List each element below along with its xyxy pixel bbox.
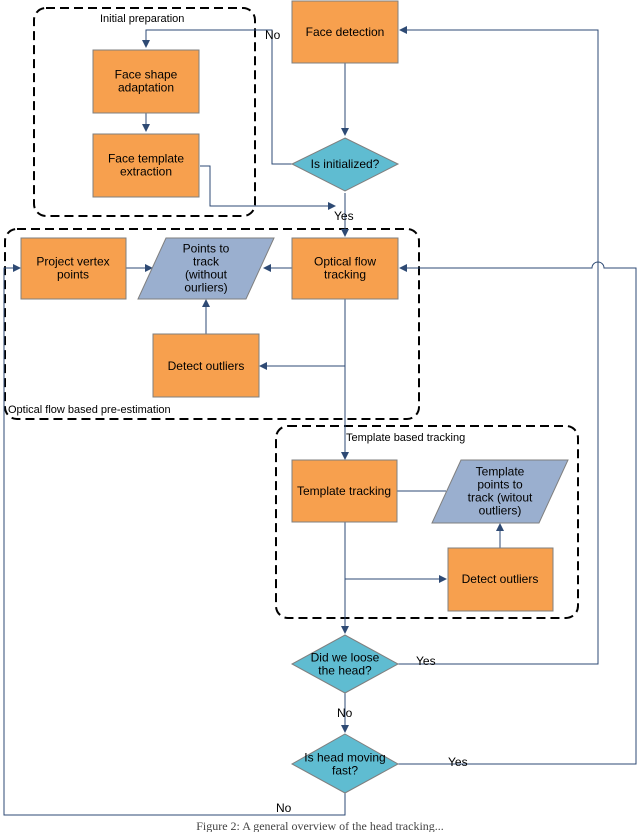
edge-label-init-yes: Yes xyxy=(334,209,354,223)
edge-label-loose-no: No xyxy=(337,706,353,720)
node-label-line: Is head moving xyxy=(304,751,385,765)
node-template-tracking xyxy=(291,459,398,523)
node-label-line: Points to xyxy=(183,242,230,256)
group-template-tracking-label: Template based tracking xyxy=(346,432,465,444)
group-initial-preparation xyxy=(33,7,256,217)
node-detect-outliers-optical xyxy=(152,333,260,398)
node-detect-outliers-template xyxy=(447,547,554,612)
conn-template-to-outliers xyxy=(344,522,447,583)
node-face-template-extraction xyxy=(92,133,200,198)
conn-loose-yes-to-detect xyxy=(398,26,599,665)
group-initial-preparation-label: Initial preparation xyxy=(100,13,184,25)
node-detect-outliers-optical-label: Detect outliers xyxy=(168,359,245,373)
conn-moving-yes-to-optical xyxy=(398,261,637,765)
node-is-initialized xyxy=(290,137,400,192)
conn-optical-to-outliers xyxy=(259,299,346,370)
edge-label-moving-no: No xyxy=(276,801,292,815)
edge-label-moving-yes: Yes xyxy=(448,755,468,769)
node-label-line: tracking xyxy=(324,268,366,282)
node-label-line: Face template xyxy=(108,152,184,166)
edge-label-loose-yes: Yes xyxy=(416,654,436,668)
conn-moving-no-to-project xyxy=(3,264,346,816)
node-label-line: points to xyxy=(477,478,523,492)
node-label-line: Did we loose xyxy=(311,651,380,665)
node-label-line: Detect outliers xyxy=(462,572,539,586)
node-label-line: Is initialized? xyxy=(311,157,380,171)
node-label-line: (without xyxy=(185,268,228,282)
node-label-line: adaptation xyxy=(118,81,174,95)
node-label-line: points xyxy=(57,268,89,282)
node-is-initialized-label: Is initialized? xyxy=(311,157,380,171)
node-did-we-loose-head xyxy=(290,634,400,694)
node-label-line: Template xyxy=(476,465,525,479)
edge-label-init-no: No xyxy=(265,28,281,42)
node-label-line: fast? xyxy=(332,764,358,778)
conn-init-no-to-shape xyxy=(142,29,292,165)
node-project-vertex-points xyxy=(20,237,127,300)
node-label-line: Detect outliers xyxy=(168,359,245,373)
node-optical-flow-tracking xyxy=(291,237,399,300)
connectors xyxy=(3,26,637,816)
node-label-line: the head? xyxy=(318,664,372,678)
node-label-line: Optical flow xyxy=(314,255,376,269)
conn-template-to-merge xyxy=(200,165,336,210)
group-optical-flow xyxy=(4,228,420,420)
node-label-line: ourliers) xyxy=(184,281,227,295)
node-detect-outliers-template-label: Detect outliers xyxy=(462,572,539,586)
node-face-detection-label: Face detection xyxy=(306,25,385,39)
node-label-line: Project vertex xyxy=(36,255,109,269)
node-is-head-moving-fast xyxy=(290,733,400,794)
node-label-line: Template tracking xyxy=(297,484,391,498)
node-template-points-to-track xyxy=(431,459,569,524)
figure-caption: Figure 2: A general overview of the head… xyxy=(196,819,444,832)
group-template-tracking xyxy=(275,425,579,619)
node-face-shape-adaptation xyxy=(92,49,200,114)
node-template-tracking-label: Template tracking xyxy=(297,484,391,498)
node-face-detection xyxy=(291,0,399,64)
group-optical-flow-label: Optical flow based pre-estimation xyxy=(8,404,171,416)
node-label-line: track (witout xyxy=(468,491,533,505)
node-label-line: Face shape xyxy=(115,68,178,82)
node-label-line: outliers) xyxy=(479,504,522,518)
node-points-to-track xyxy=(137,237,275,300)
node-label-line: extraction xyxy=(120,165,172,179)
node-label-line: track xyxy=(193,255,220,269)
node-label-line: Face detection xyxy=(306,25,385,39)
